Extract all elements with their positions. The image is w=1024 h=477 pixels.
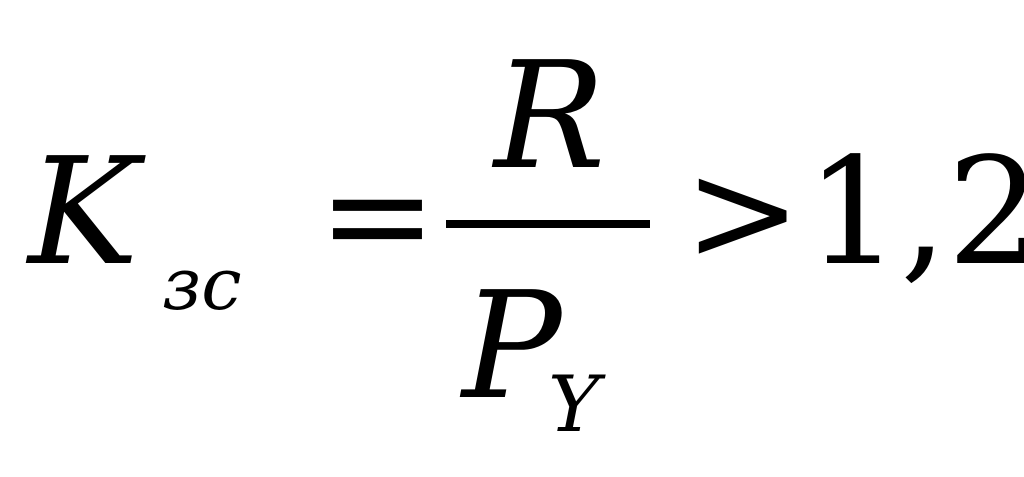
- lhs-symbol: K: [28, 126, 139, 298]
- greater-than-sign: >: [684, 131, 802, 294]
- threshold-value: 1,2: [806, 126, 1024, 298]
- fraction-denominator-symbol: P: [462, 260, 562, 432]
- lhs-subscript: зс: [162, 242, 242, 326]
- fraction-denominator-subscript: Y: [548, 360, 600, 450]
- equals-sign: =: [318, 133, 437, 298]
- fraction-numerator: R: [494, 30, 606, 202]
- fraction-bar: [446, 220, 650, 228]
